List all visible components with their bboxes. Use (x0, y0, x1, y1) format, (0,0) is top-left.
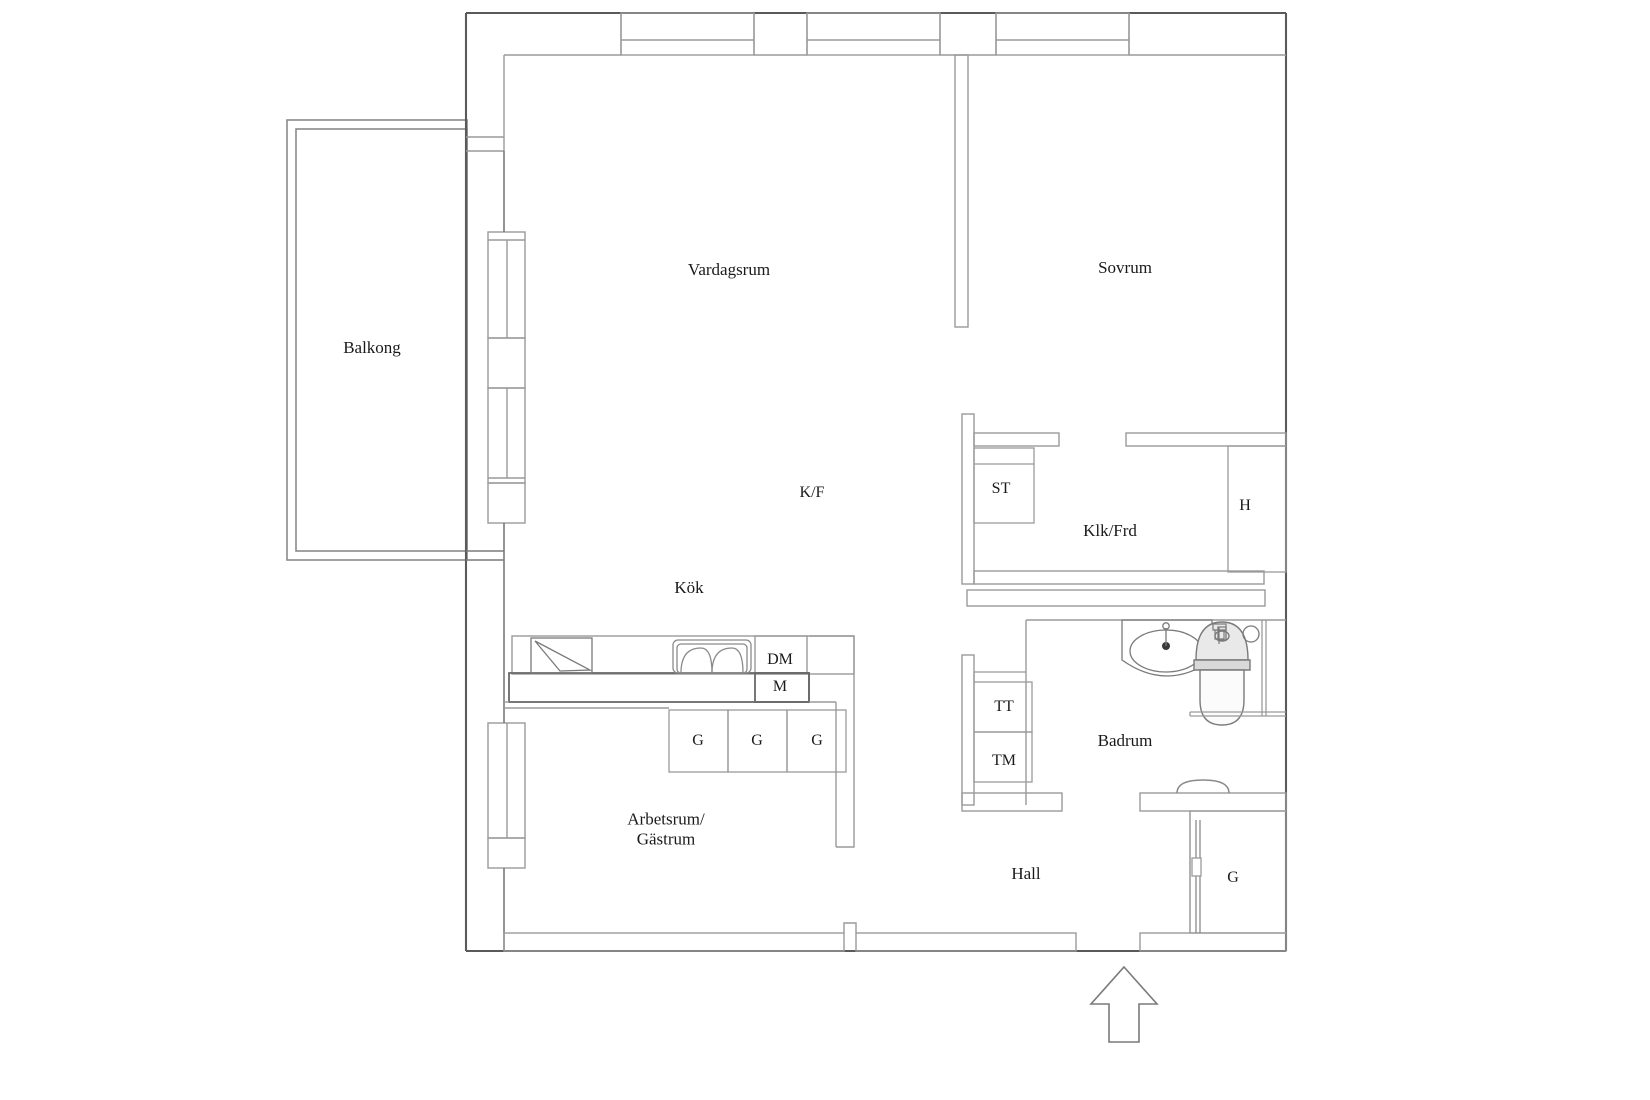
hall-wardrobe (1189, 810, 1287, 934)
hall-walls (503, 922, 1287, 952)
shower-riser-icon (1212, 623, 1227, 644)
klkfrd-walls (961, 413, 1287, 607)
balcony-door-opening (466, 550, 504, 561)
shower-fixture-group (1217, 626, 1227, 641)
left-upper-inset (466, 55, 505, 152)
st-closet (973, 447, 1035, 524)
kitchen-counter-l-extension (809, 635, 855, 848)
entrance-arrow-icon (1089, 965, 1159, 1043)
top-wall-windows (620, 12, 1130, 56)
living-bedroom-partition (954, 54, 969, 328)
top-wall-inner-face (504, 13, 1286, 56)
outer-walls (464, 11, 1288, 953)
h-closet (1227, 445, 1287, 573)
shower-enclosure (1189, 620, 1286, 717)
kitchen-sink-icon (672, 639, 752, 674)
toilet-icon (1193, 621, 1251, 726)
left-wall-windows (487, 231, 526, 869)
balcony-outline (286, 119, 468, 561)
towel-rail-icon (1176, 779, 1230, 794)
wardrobe-run-arbetsrum (668, 709, 847, 773)
stove-icon (530, 637, 593, 674)
kitchen-arbetsrum-partition (504, 701, 669, 709)
floor-drain-icon (1242, 625, 1260, 643)
laundry-units (973, 671, 1033, 783)
